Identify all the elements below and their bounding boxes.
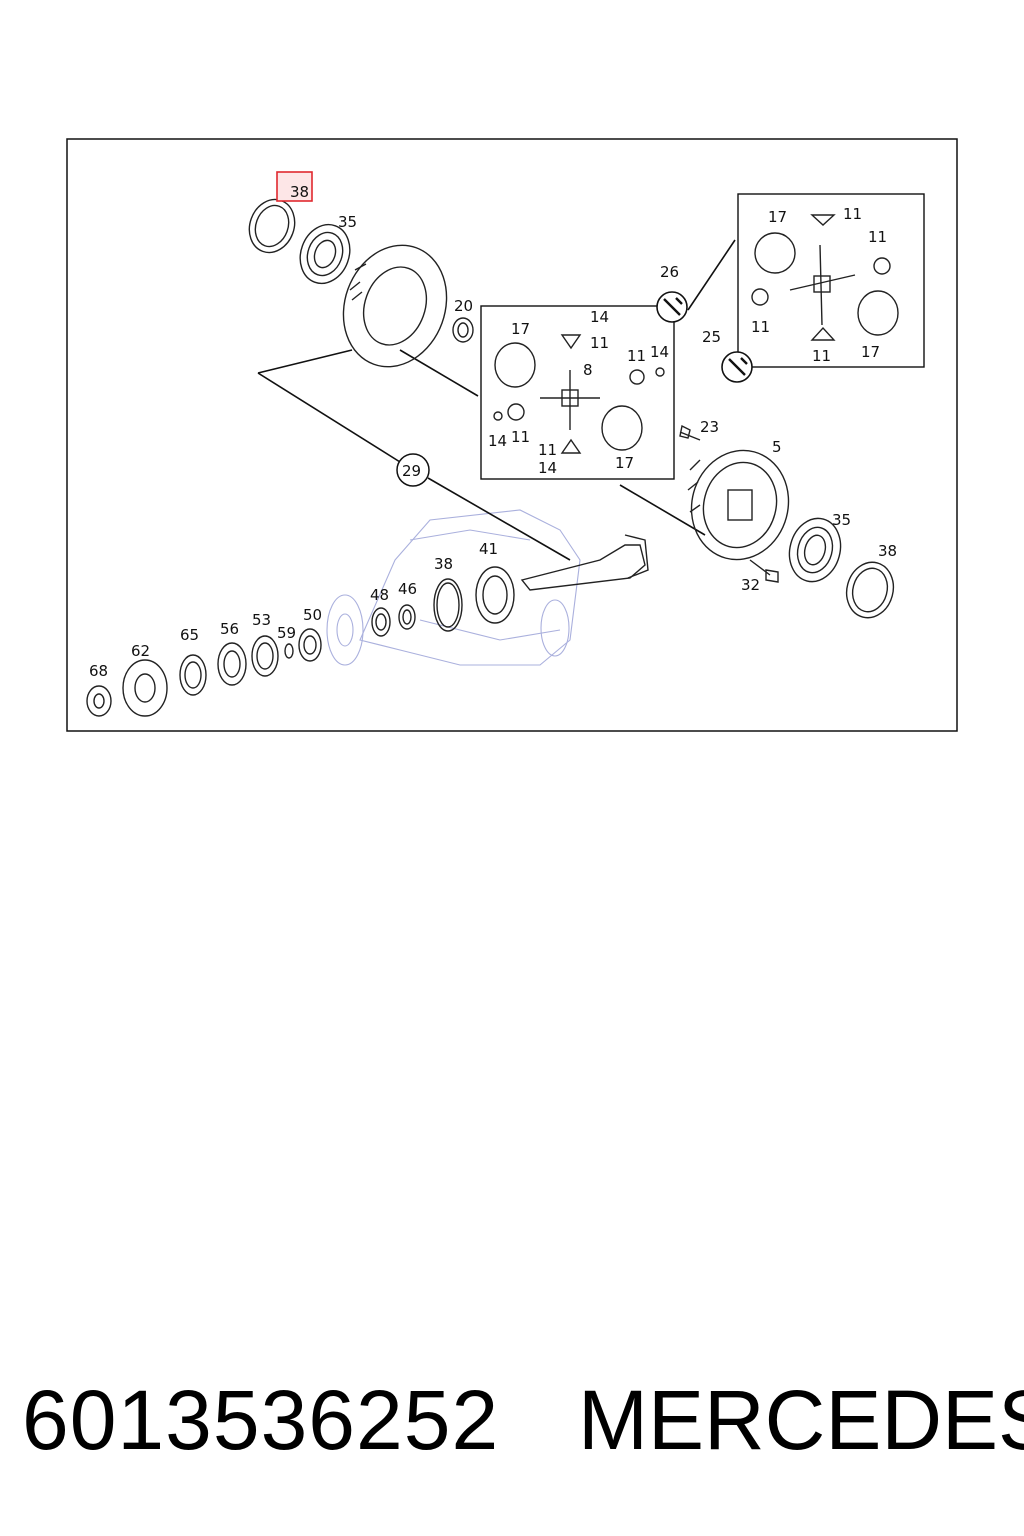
callout-circle-29: [396, 453, 430, 487]
wrench-icon: [721, 351, 753, 383]
bearing-41: [475, 566, 515, 624]
bearing-50: [298, 628, 322, 662]
part-label: 38: [290, 183, 309, 201]
flange-62: [122, 659, 168, 717]
part-label: 5: [772, 438, 782, 456]
part-label: 17: [768, 208, 787, 226]
part-label: 11: [868, 228, 887, 246]
brand-name: MERCEDES: [578, 1373, 1024, 1467]
part-label: 17: [615, 454, 634, 472]
seal-53: [251, 635, 279, 677]
part-label: 23: [700, 418, 719, 436]
part-label: 14: [650, 343, 669, 361]
part-label: 25: [702, 328, 721, 346]
bearing-35-top: [299, 223, 351, 285]
nut-68: [86, 685, 112, 717]
part-label: 11: [812, 347, 831, 365]
part-label: 11: [843, 205, 862, 223]
washer-59: [284, 643, 294, 659]
part-label: 38: [878, 542, 897, 560]
diagram-frame: [66, 138, 958, 732]
seal-ring-38-right: [845, 561, 895, 619]
part-label: 29: [402, 462, 421, 480]
part-label: 32: [741, 576, 760, 594]
exploded-parts-diagram: 38 35 20 26 25 29 23 5 35 38 32 41 38 46…: [66, 138, 958, 732]
seal-ring-38-top: [248, 198, 296, 254]
pinion-shaft: [520, 534, 649, 591]
part-label: 62: [131, 642, 150, 660]
part-label: 53: [252, 611, 271, 629]
part-label: 41: [479, 540, 498, 558]
bolt-32: [749, 559, 779, 583]
bolt-23: [679, 424, 701, 441]
part-label: 68: [89, 662, 108, 680]
part-label: 11: [590, 334, 609, 352]
part-label: 46: [398, 580, 417, 598]
part-label: 17: [511, 320, 530, 338]
ring-65: [179, 654, 207, 696]
part-number: 6013536252: [22, 1373, 500, 1467]
part-label: 8: [583, 361, 593, 379]
part-label: 11: [511, 428, 530, 446]
part-label: 11: [751, 318, 770, 336]
axle-housing-ghost: [326, 509, 581, 666]
wrench-icon: [656, 291, 688, 323]
part-label: 38: [434, 555, 453, 573]
part-label: 65: [180, 626, 199, 644]
part-label: 14: [590, 308, 609, 326]
leader-lines: [257, 239, 736, 561]
part-label: 35: [338, 213, 357, 231]
part-label: 56: [220, 620, 239, 638]
part-label: 17: [861, 343, 880, 361]
seal-ring-38-lower: [433, 578, 463, 632]
part-label: 35: [832, 511, 851, 529]
part-label: 26: [660, 263, 679, 281]
part-label: 48: [370, 586, 389, 604]
spacer-48: [371, 607, 391, 637]
differential-inset-right: [737, 193, 925, 368]
highlight-box: [276, 171, 313, 202]
spacer-46: [398, 604, 416, 630]
washer-20: [452, 317, 474, 343]
part-label: 11: [627, 347, 646, 365]
ring-gear: [342, 244, 448, 368]
part-label: 59: [277, 624, 296, 642]
part-label: 14: [538, 459, 557, 477]
seal-56: [217, 642, 247, 686]
bearing-35-right: [788, 517, 842, 583]
part-label: 20: [454, 297, 473, 315]
part-label: 50: [303, 606, 322, 624]
differential-inset-center: [480, 305, 675, 480]
part-label: 14: [488, 432, 507, 450]
differential-case-5: [687, 449, 790, 561]
part-label: 11: [538, 441, 557, 459]
